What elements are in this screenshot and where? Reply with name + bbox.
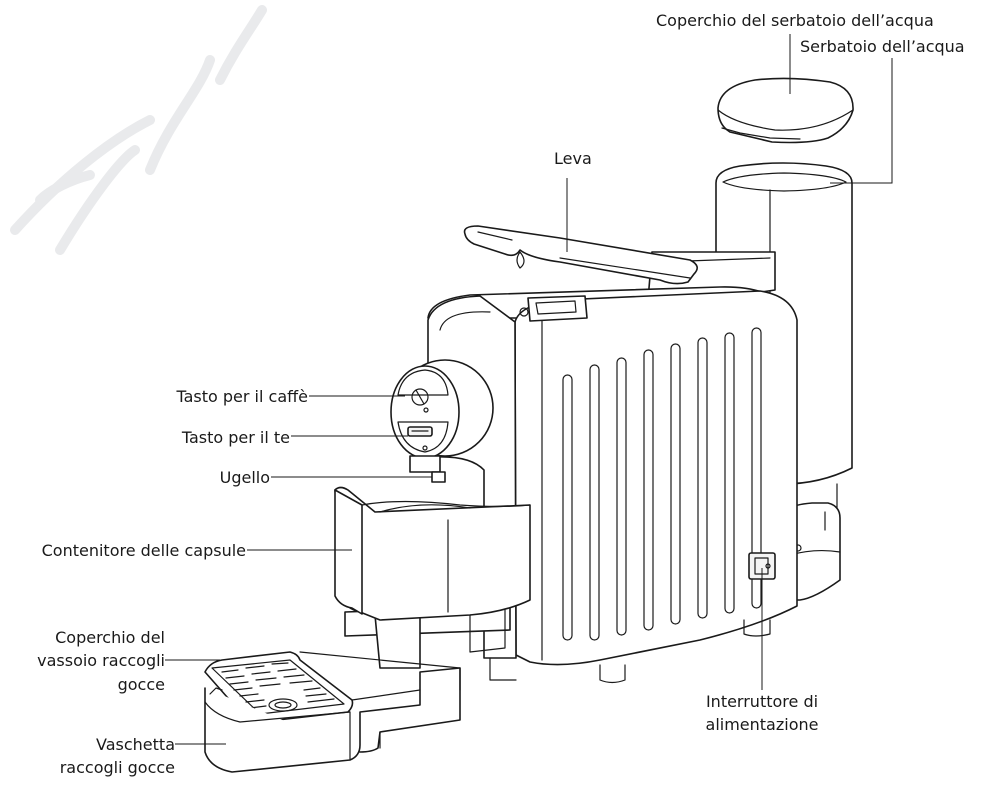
label-nozzle: Ugello [219, 468, 270, 487]
label-drip-tray-cover-1: Coperchio del [55, 628, 165, 647]
label-power-switch-1: Interruttore di [705, 692, 819, 711]
watermark [10, 5, 267, 255]
label-drip-tray-1: Vaschetta [96, 735, 175, 754]
nozzle [409, 455, 446, 483]
water-tank-lid [717, 77, 854, 144]
button-panel [390, 359, 494, 459]
lever [463, 225, 698, 285]
label-water-tank-lid: Coperchio del serbatoio dell’acqua [656, 11, 934, 30]
label-power-switch-2: alimentazione [705, 715, 819, 734]
capsule-container [334, 486, 531, 669]
label-drip-tray-cover-3: gocce [117, 675, 165, 694]
label-capsule-container: Contenitore delle capsule [41, 541, 246, 560]
label-drip-tray-2: raccogli gocce [59, 758, 175, 777]
label-lever: Leva [554, 149, 592, 168]
label-drip-tray-cover-2: vassoio raccogli [37, 651, 165, 670]
drip-tray [204, 651, 461, 773]
leader-lines [165, 34, 893, 745]
label-coffee-button: Tasto per il caffè [176, 387, 308, 406]
label-water-tank: Serbatoio dell’acqua [800, 37, 965, 56]
label-tea-button: Tasto per il te [181, 428, 290, 447]
